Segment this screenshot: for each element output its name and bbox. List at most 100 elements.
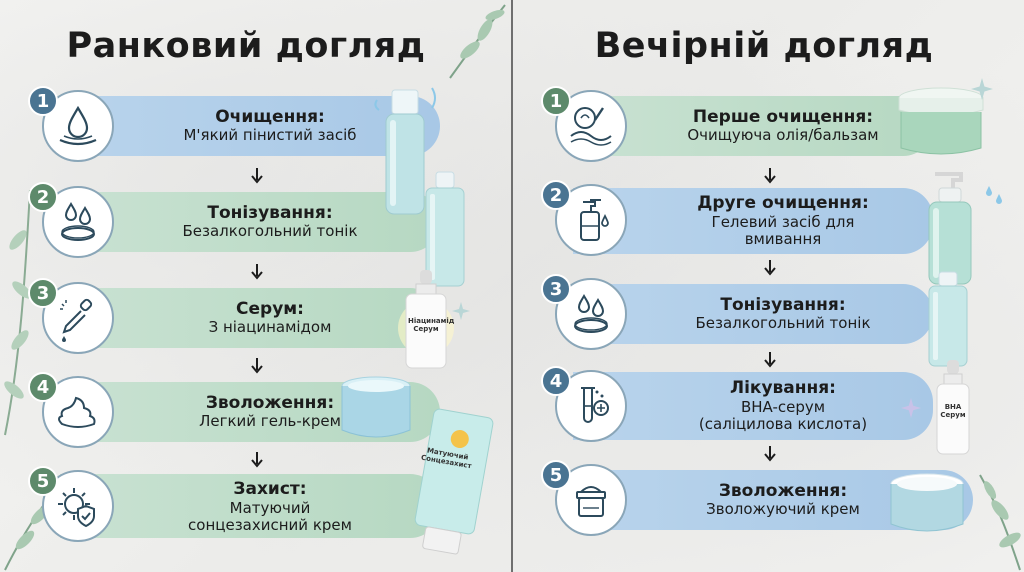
- step-description: Матуючий: [229, 498, 311, 517]
- step-heading: Захист:: [233, 478, 307, 499]
- leaf-decoration-left: [4, 189, 32, 436]
- evening-step-4: 4 Лікування: BHA-серум (саліцилова кисло…: [533, 366, 953, 442]
- morning-step-3: 3 Серум: З ніацинамідом: [20, 278, 440, 354]
- step-number-badge: 2: [541, 180, 571, 210]
- step-heading: Зволоження:: [718, 480, 848, 501]
- bha-serum-label: BHA Серум: [940, 403, 966, 419]
- step-text: Очищення: М'який пінистий засіб: [120, 96, 420, 156]
- sparkle-icon: [452, 302, 470, 320]
- step-banner: [573, 188, 933, 254]
- step-description: Легкий гель-крем: [199, 412, 341, 431]
- step-banner: [60, 192, 440, 252]
- step-heading: Очищення:: [215, 106, 325, 127]
- arrow-down-icon: [251, 168, 263, 184]
- step-number-badge: 5: [541, 460, 571, 490]
- mattifying-sunscreen-tube-image: [414, 408, 494, 555]
- step-banner: [60, 474, 440, 538]
- step-number-badge: 4: [541, 366, 571, 396]
- step-text: Тонізування: Безалкогольний тонік: [120, 192, 420, 252]
- step-description-line2: (саліцилова кислота): [698, 414, 868, 433]
- step-text: Перше очищення: Очищуюча олія/бальзам: [633, 96, 933, 156]
- step-description: Безалкогольний тонік: [695, 314, 871, 333]
- column-divider: [511, 0, 513, 572]
- step-number-badge: 4: [28, 372, 58, 402]
- step-number-badge: 2: [28, 182, 58, 212]
- bha-serum-bottle-image: [936, 360, 970, 455]
- step-description: М'який пінистий засіб: [183, 126, 357, 145]
- niacinamide-serum-label: Ніацинамід Серум: [408, 317, 455, 333]
- cream-jar-icon: [576, 486, 606, 517]
- sparkle-icon: [901, 398, 921, 418]
- cleansing-balm-jar-image: [898, 87, 984, 155]
- sparkle-icon: [971, 78, 993, 100]
- foaming-cleanser-bottle-image: [374, 87, 436, 215]
- morning-title: Ранковий догляд: [66, 26, 426, 66]
- step-text: Лікування: BHA-серум (саліцилова кислота…: [633, 371, 933, 441]
- niacinamide-serum-bottle-image: [398, 270, 454, 369]
- step-text: Зволоження: Зволожуючий крем: [633, 470, 933, 530]
- evening-step-1: 1 Перше очищення: Очищуюча олія/бальзам: [533, 86, 953, 162]
- morning-routine-column: Ранковий догляд 1 Очищення: М'який пінис…: [20, 26, 494, 555]
- step-number-badge: 1: [28, 86, 58, 116]
- step-description: Безалкогольний тонік: [182, 222, 358, 241]
- step-description-line2: вмивання: [744, 229, 822, 248]
- step-description-line2: сонцезахисний крем: [188, 515, 352, 534]
- evening-title: Вечірній догляд: [594, 26, 934, 66]
- step-number-badge: 3: [28, 278, 58, 308]
- morning-step-5: 5 Захист: Матуючий сонцезахисний крем: [20, 466, 440, 542]
- morning-step-2: 2 Тонізування: Безалкогольний тонік: [20, 182, 440, 258]
- arrow-down-icon: [764, 168, 776, 184]
- step-number-badge: 5: [28, 466, 58, 496]
- step-description: Гелевий засіб для: [711, 212, 855, 231]
- step-number-badge: 1: [541, 86, 571, 116]
- water-drop-splash-icon: [59, 105, 97, 146]
- step-banner: [60, 288, 440, 348]
- evening-step-2: 2 Друге очищення: Гелевий засіб для вмив…: [533, 180, 953, 256]
- step-text: Захист: Матуючий сонцезахисний крем: [120, 474, 420, 540]
- moisturizer-jar-image: [890, 473, 964, 532]
- dropper-icon: [60, 298, 93, 342]
- toner-bottle-image: [425, 171, 465, 287]
- test-tube-icon: [581, 387, 609, 423]
- step-icon-circle: [555, 184, 627, 256]
- arrow-down-icon: [251, 358, 263, 374]
- step-heading: Перше очищення:: [692, 106, 874, 127]
- step-banner: [573, 284, 933, 344]
- step-description: З ніацинамідом: [208, 318, 332, 337]
- step-banner: [573, 372, 933, 440]
- step-text: Друге очищення: Гелевий засіб для вмиван…: [633, 188, 933, 254]
- step-heading: Лікування:: [729, 377, 836, 398]
- step-heading: Тонізування:: [207, 202, 333, 223]
- step-heading: Зволоження:: [205, 392, 335, 413]
- step-text: Зволоження: Легкий гель-крем: [120, 382, 420, 442]
- arrow-down-icon: [764, 352, 776, 368]
- step-heading: Друге очищення:: [697, 192, 869, 213]
- drops-cotton-pad-icon: [61, 202, 95, 241]
- step-text: Серум: З ніацинамідом: [120, 288, 420, 348]
- sun-shield-icon: [58, 488, 95, 528]
- arrow-down-icon: [764, 260, 776, 276]
- leaf-decoration-bottom-right: [979, 474, 1021, 571]
- drops-cotton-pad-icon: [574, 294, 608, 333]
- step-number-badge: 3: [541, 274, 571, 304]
- evening-step-3: 3 Тонізування: Безалкогольний тонік: [533, 274, 953, 350]
- leaf-decoration-top-left: [449, 4, 506, 79]
- step-description: Очищуюча олія/бальзам: [687, 126, 879, 145]
- evening-routine-column: Вечірній догляд 1 Перше очищення: Очищую…: [513, 0, 1024, 572]
- water-drops-icon: [986, 186, 1002, 204]
- step-text: Тонізування: Безалкогольний тонік: [633, 284, 933, 344]
- step-banner: [573, 96, 933, 156]
- arrow-down-icon: [251, 452, 263, 468]
- step-description: Зволожуючий крем: [706, 500, 860, 519]
- gel-cleanser-pump-bottle-image: [928, 172, 972, 285]
- cream-swirl-icon: [58, 396, 96, 428]
- arrow-down-icon: [251, 264, 263, 280]
- toner-bottle-image: [928, 271, 968, 367]
- gel-cream-jar-image: [341, 376, 411, 438]
- arrow-down-icon: [764, 446, 776, 462]
- pump-bottle-icon: [580, 199, 609, 241]
- step-heading: Тонізування:: [720, 294, 846, 315]
- step-heading: Серум:: [236, 298, 304, 319]
- step-description: BHA-серум: [740, 397, 826, 416]
- step-icon-circle: [42, 90, 114, 162]
